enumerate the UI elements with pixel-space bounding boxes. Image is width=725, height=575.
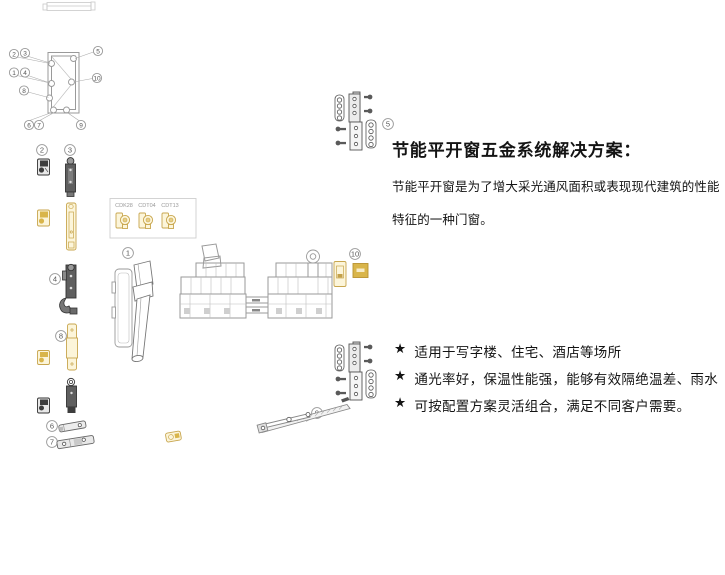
intro-line-2: 特征的一种门窗。: [392, 213, 493, 227]
part-striker-steel-2: [37, 397, 50, 414]
svg-text:8: 8: [22, 88, 26, 95]
part-7-bracket: [56, 435, 95, 450]
page-title: 节能平开窗五金系统解决方案：: [392, 141, 642, 160]
part-6-bracket: [58, 420, 87, 433]
svg-text:CDT04: CDT04: [138, 203, 155, 209]
part-hook-lock-steel: [59, 263, 78, 315]
svg-text:4: 4: [23, 70, 27, 77]
svg-text:7: 7: [37, 122, 41, 129]
svg-text:2: 2: [40, 146, 44, 155]
schematic-callouts: 2 3 5 1 4 10 8 6 7 9: [8, 45, 104, 131]
profile-cross-section: [179, 243, 333, 319]
part-striker-steel: [37, 158, 50, 176]
svg-text:CDK28: CDK28: [115, 203, 133, 209]
svg-text:5: 5: [386, 120, 390, 129]
star-icon: ★: [394, 341, 407, 356]
svg-text:8: 8: [59, 332, 63, 341]
part-lock-bar-steel: [65, 157, 76, 197]
svg-text:10: 10: [93, 75, 101, 82]
feature-bullet-1-text: 适用于写字楼、住宅、酒店等场所: [414, 345, 622, 360]
svg-text:6: 6: [50, 422, 54, 431]
top-cropped-profile: [42, 1, 96, 11]
feature-bullet-3: ★ 可按配置方案灵活组合，满足不同客户需要。: [394, 395, 690, 415]
feature-bullet-3-text: 可按配置方案灵活组合，满足不同客户需要。: [414, 399, 691, 414]
part-1-handle: [111, 260, 154, 363]
svg-text:3: 3: [68, 146, 72, 155]
feature-bullet-1: ★ 适用于写字楼、住宅、酒店等场所: [394, 341, 621, 361]
svg-text:1: 1: [12, 70, 16, 77]
window-schematic: [16, 51, 94, 121]
svg-text:6: 6: [27, 122, 31, 129]
feature-bullet-2-text: 通光率好，保温性能强，能够有效隔绝温差、雨水: [414, 372, 719, 387]
hardware-diagram: 2 3 5 1 4 10 8 6 7 9 2 3 1 4 5 8 6 7 10 …: [8, 1, 394, 450]
part-striker-brass: [37, 209, 50, 227]
part-striker-brass-8: [37, 350, 50, 365]
svg-text:9: 9: [79, 122, 83, 129]
feature-bullet-2: ★ 通光率好，保温性能强，能够有效隔绝温差、雨水: [394, 368, 718, 388]
part-10-keep-outline: [333, 261, 347, 287]
part-lock-bar-brass: [66, 202, 77, 251]
svg-text:2: 2: [12, 51, 16, 58]
svg-text:10: 10: [351, 250, 359, 259]
part-10-keep-solid: [352, 263, 369, 278]
part-brass-clip: [165, 430, 182, 443]
svg-text:7: 7: [50, 438, 54, 447]
svg-text:4: 4: [53, 275, 57, 284]
part-lock-bar-brass-8: [66, 323, 78, 371]
handle-options-box: CDK28 CDT04 CDT13: [109, 198, 197, 239]
hinge-assembly-lower: [334, 341, 377, 401]
star-icon: ★: [394, 395, 407, 410]
svg-text:1: 1: [126, 249, 130, 258]
part-5-hinge-assembly: [334, 91, 377, 151]
part-9-stay-arm: [256, 397, 351, 434]
intro-line-1: 节能平开窗是为了增大采光通风面积或表现现代建筑的性能: [392, 180, 720, 194]
star-icon: ★: [394, 368, 407, 383]
part-ring-bolt-steel: [66, 377, 77, 413]
svg-text:CDT13: CDT13: [161, 203, 178, 209]
svg-text:3: 3: [23, 50, 27, 57]
svg-text:5: 5: [96, 48, 100, 55]
